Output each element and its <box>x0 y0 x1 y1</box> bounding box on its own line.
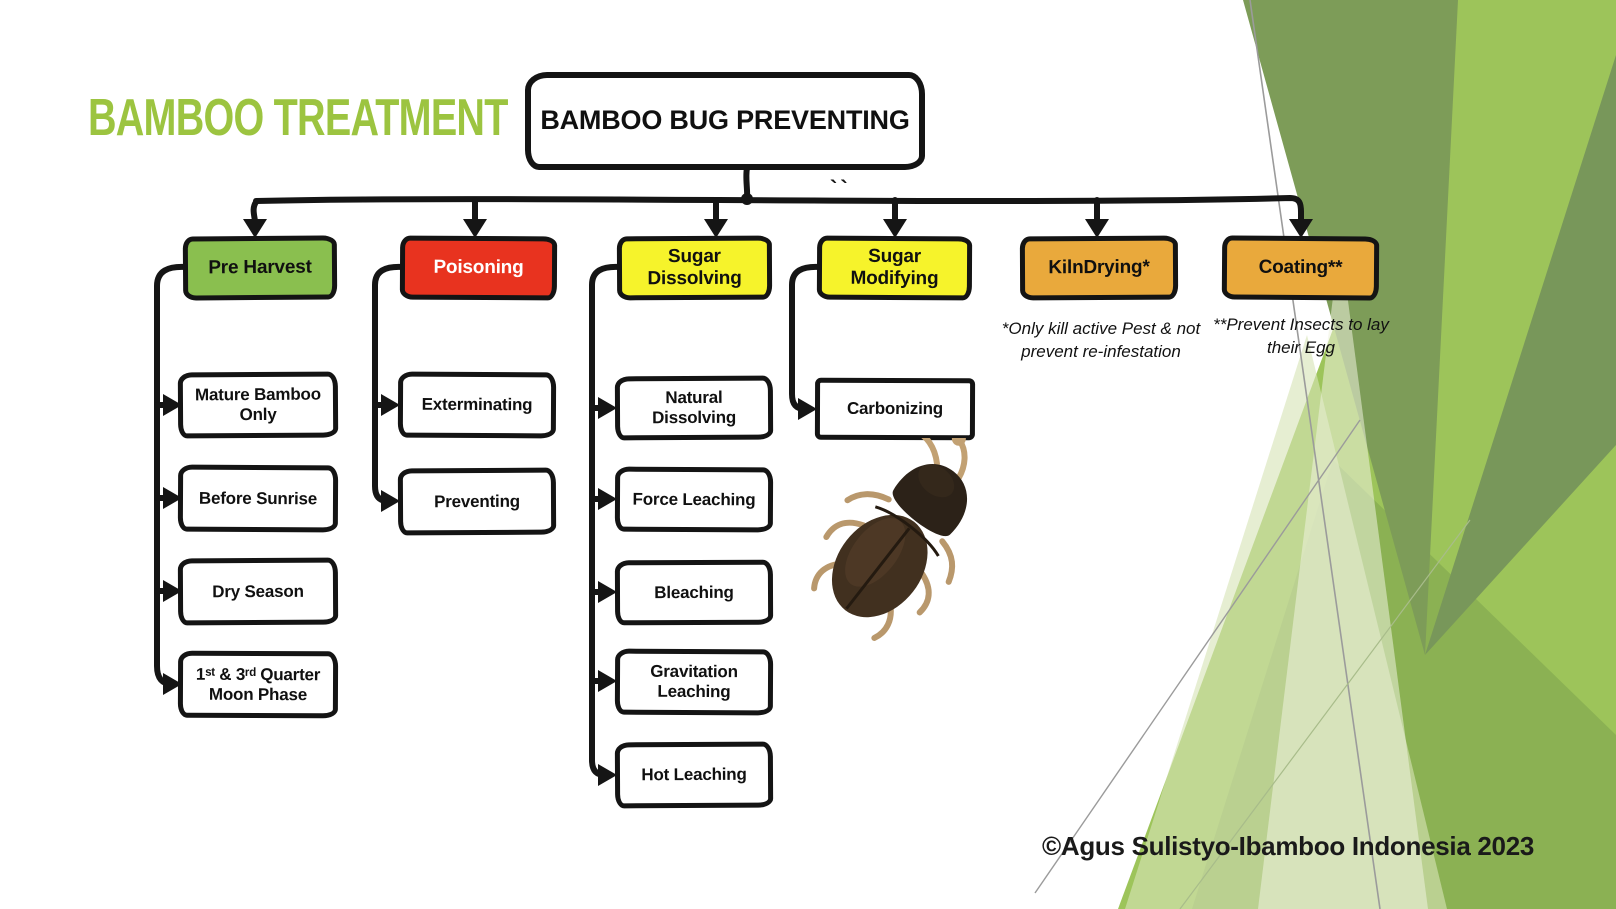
footnote-kiln-drying: *Only kill active Pest & not prevent re-… <box>1001 319 1201 361</box>
node-bleaching: Bleaching <box>614 559 774 626</box>
copyright-text: ©Agus Sulistyo-Ibamboo Indonesia 2023 <box>1042 831 1535 861</box>
branch-label: Sugar Modifying <box>850 246 939 290</box>
node-label: Hot Leaching <box>641 764 747 785</box>
node-label: 1ˢᵗ & 3ʳᵈ Quarter Moon Phase <box>195 664 321 704</box>
node-carbonizing: Carbonizing <box>814 377 976 441</box>
node-force-leaching: Force Leaching <box>614 466 774 533</box>
branch-label: Sugar Dissolving <box>647 246 742 290</box>
page-title: BAMBOO TREATMENT <box>88 89 508 147</box>
branch-coating: Coating** <box>1221 235 1380 301</box>
node-gravitation-leaching: Gravitation Leaching <box>614 648 774 716</box>
node-hot-leaching: Hot Leaching <box>614 741 774 809</box>
branch-label: Coating** <box>1258 256 1343 279</box>
branch-pre-harvest: Pre Harvest <box>182 235 338 301</box>
node-preventing: Preventing <box>397 467 557 536</box>
node-exterminating: Exterminating <box>397 371 557 439</box>
node-mature-bamboo-only: Mature Bamboo Only <box>177 371 339 439</box>
node-label: Mature Bamboo Only <box>194 385 321 425</box>
branch-poisoning: Poisoning <box>399 235 558 301</box>
branch-kiln-drying: KilnDrying* <box>1019 235 1179 301</box>
node-label: Exterminating <box>421 394 533 415</box>
node-label: Natural Dissolving <box>652 388 737 428</box>
footnote-coating: **Prevent Insects to lay their Egg <box>1213 315 1389 357</box>
node-label: Gravitation Leaching <box>650 662 738 702</box>
branch-label: Poisoning <box>433 256 524 279</box>
node-label: Carbonizing <box>846 399 944 419</box>
node-label: Preventing <box>434 491 520 511</box>
branch-sugar-modifying: Sugar Modifying <box>816 235 973 301</box>
node-label: Dry Season <box>212 581 304 601</box>
node-natural-dissolving: Natural Dissolving <box>614 375 774 441</box>
node-moon-phase: 1ˢᵗ & 3ʳᵈ Quarter Moon Phase <box>177 650 339 719</box>
branch-sugar-dissolving: Sugar Dissolving <box>616 235 773 301</box>
node-dry-season: Dry Season <box>177 557 339 626</box>
node-label: Bleaching <box>654 582 734 602</box>
root-node-label: BAMBOO BUG PREVENTING <box>540 105 910 136</box>
beetle-image <box>811 438 968 641</box>
node-label: Before Sunrise <box>198 488 318 509</box>
stray-tick-marks: `` <box>830 176 851 201</box>
root-node-bamboo-bug-preventing: BAMBOO BUG PREVENTING <box>525 72 925 170</box>
node-before-sunrise: Before Sunrise <box>177 464 339 533</box>
node-label: Force Leaching <box>632 489 756 510</box>
branch-label: KilnDrying* <box>1048 256 1150 279</box>
branch-label: Pre Harvest <box>208 256 312 279</box>
